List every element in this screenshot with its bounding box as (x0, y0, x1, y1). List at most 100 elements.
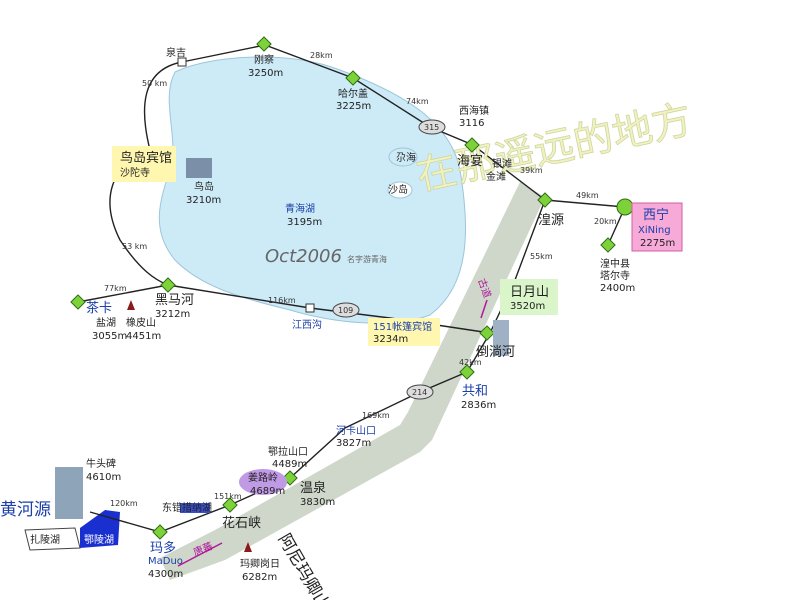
gangcha-name: 刚察 (254, 53, 274, 66)
road-109-sign: 109 (332, 302, 360, 318)
huangyuan-name: 湟源 (538, 213, 564, 228)
tangfan-arrow (177, 542, 223, 567)
dist-28: 28km (310, 51, 333, 60)
haiyan-name: 海宴 (457, 153, 483, 169)
quanji-name: 泉吉 (166, 46, 186, 59)
erhai-lake (388, 147, 418, 167)
node-quanji (177, 57, 187, 67)
road-214 (89, 332, 491, 533)
credit-text: 名字游青海 (347, 254, 387, 264)
riyueshan-altitude: 3520m (510, 301, 545, 312)
maqinggangri-name: 玛卿岗日 (240, 558, 280, 570)
node-maduo (152, 524, 168, 540)
chaka-altitude: 3055m (92, 331, 127, 342)
taersi-line2: 塔尔寺 (600, 269, 630, 282)
jiangluling-altitude: 4689m (250, 486, 285, 497)
erhai-name: 尕海 (396, 151, 416, 164)
xiangpishan-peak (127, 300, 135, 310)
daotanghe-name: 倒淌河 (476, 345, 515, 360)
xiangpishan-name: 橡皮山 (126, 316, 156, 329)
binguan151-altitude: 3234m (373, 334, 408, 345)
wenquan-altitude: 3830m (300, 497, 335, 508)
jiangluling-name: 姜路岭 (248, 471, 278, 484)
dist-77: 77km (104, 284, 127, 293)
node-haergai (345, 70, 361, 86)
jiangluling-oval (239, 469, 287, 495)
node-gangcha (256, 36, 272, 52)
elinghu-name: 鄂陵湖 (84, 534, 114, 546)
binguan151-name: 151帐篷宾馆 (373, 320, 432, 333)
jintan-name: 金滩 (486, 170, 506, 183)
zhalinghu-lake (24, 527, 81, 551)
maqinggangri-altitude: 6282m (242, 572, 277, 583)
taersi-line1: 湟中县 (600, 257, 630, 270)
xining-box (631, 202, 683, 252)
yindan-name: 银滩 (492, 157, 512, 170)
riyueshan-name: 日月山 (510, 285, 549, 300)
dist-49: 49km (576, 191, 599, 200)
niaodao-name: 鸟岛 (194, 180, 214, 193)
dongcuo-marker (180, 503, 210, 513)
xihaizhen-name: 西海镇 (459, 104, 489, 117)
niaodao-hotel-name: 鸟岛宾馆 (120, 150, 172, 166)
dist-116: 116km (268, 296, 296, 305)
elinghu-lake (80, 510, 120, 548)
shadao-name: 沙岛 (388, 183, 408, 196)
gonghe-altitude: 2836m (461, 400, 496, 411)
huangheyuan-name: 黄河源 (0, 500, 51, 520)
maduo-name: 玛多 (150, 540, 176, 556)
road-north (181, 44, 546, 201)
xihaizhen-altitude: 3116 (459, 118, 484, 129)
node-heimahe (160, 277, 176, 293)
wenquan-name: 温泉 (300, 480, 326, 496)
gangcha-altitude: 3250m (248, 68, 283, 79)
heimahe-name: 黑马河 (155, 293, 194, 308)
shadao-lake (387, 181, 413, 199)
niutoubei-name: 牛头碑 (86, 457, 116, 470)
node-xining (616, 198, 634, 216)
svg-text:109: 109 (338, 306, 353, 315)
dist-42: 42km (459, 358, 482, 367)
riyueshan-box (500, 279, 558, 315)
haergai-altitude: 3225m (336, 101, 371, 112)
elashankou-altitude: 4489m (272, 459, 307, 470)
node-daotanghe (479, 325, 495, 341)
dist-55: 55km (530, 252, 553, 261)
haergai-name: 哈尔盖 (338, 87, 368, 100)
node-huashixia (222, 497, 238, 513)
lake-name: 青海湖 (285, 202, 315, 215)
route-band (160, 182, 545, 580)
dist-74: 74km (406, 97, 429, 106)
chaka-lake: 盐湖 (96, 316, 116, 329)
niaodao-altitude: 3210m (186, 195, 221, 206)
huashixia-name: 花石峡 (222, 515, 261, 531)
maduo-name-en: MaDuo (148, 556, 183, 567)
node-gonghe (459, 364, 475, 380)
gudao-arrow (480, 299, 488, 319)
watermark-text: 在那遥远的地方 (413, 97, 696, 200)
dist-169: 169km (362, 411, 390, 420)
date-text: Oct2006 (265, 246, 342, 267)
road-214-sign: 214 (406, 384, 434, 400)
node-huangyuan (537, 192, 553, 208)
daotanghe-photo (493, 320, 509, 356)
niaodao-photo (186, 158, 212, 178)
taersi-altitude: 2400m (600, 283, 635, 294)
niaodao-hotel-box (112, 146, 176, 182)
maqinggangri-peak (244, 542, 252, 552)
jiangxigou-name: 江西沟 (292, 318, 322, 331)
hekashankou-name: 河卡山口 (336, 424, 376, 437)
lake-altitude: 3195m (287, 217, 322, 228)
niutoubei-altitude: 4610m (86, 472, 121, 483)
dist-53: 53 km (122, 242, 147, 251)
binguan151-box (368, 318, 440, 346)
niutoubei-photo (55, 467, 83, 519)
dist-20: 20km (594, 217, 617, 226)
anemaqing-name: 阿尼玛卿山 (274, 531, 334, 600)
xiangpishan-altitude: 4451m (126, 331, 161, 342)
gonghe-name: 共和 (462, 384, 488, 399)
heimahe-altitude: 3212m (155, 309, 190, 320)
svg-text:315: 315 (424, 123, 439, 132)
road-chaka (77, 284, 169, 303)
